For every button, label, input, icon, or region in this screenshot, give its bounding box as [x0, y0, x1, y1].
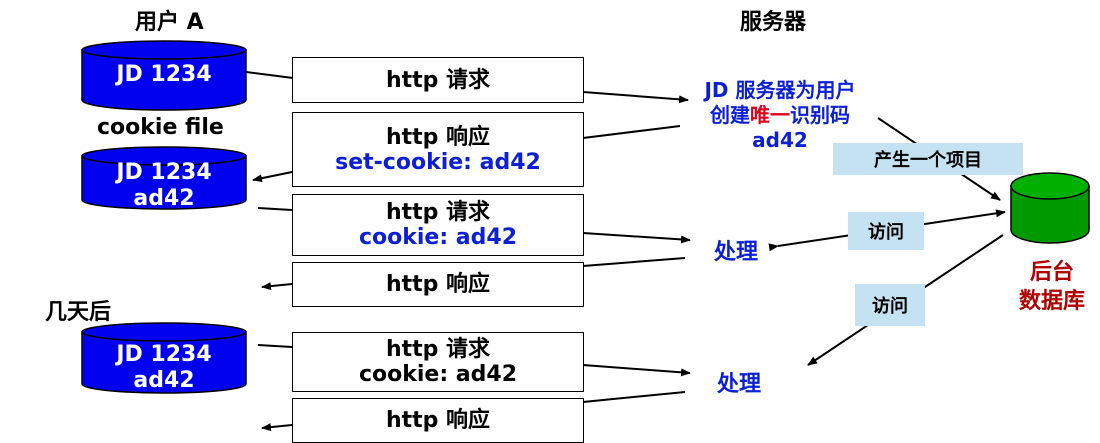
line-process1-to-response2: [582, 257, 686, 267]
backend-database-label: 后台 数据库: [1005, 258, 1099, 316]
arrow-request1-to-server: [582, 91, 689, 104]
create-entry-tag: 产生一个项目: [833, 143, 1023, 175]
server-note: JD 服务器为用户 创建唯一识别码 ad42: [680, 78, 880, 153]
cookie-entry-text: JD 1234: [116, 160, 212, 185]
http-response-box-1: http 响应 set-cookie: ad42: [292, 112, 584, 187]
set-cookie-header: set-cookie: ad42: [335, 149, 541, 175]
http-request-box-2: http 请求 cookie: ad42: [292, 194, 584, 256]
http-response-box-2: http 响应: [292, 262, 584, 307]
line-cookie-to-request2: [257, 207, 293, 211]
message-text: http 响应: [385, 272, 491, 297]
arrow-response1-to-cookie: [252, 171, 293, 183]
user-a-heading: 用户 A: [135, 10, 204, 35]
message-text: http 请求: [385, 67, 491, 93]
arrow-request2-to-process1: [582, 232, 691, 244]
cookie-file-cylinder-later: JD 1234 ad42: [81, 322, 247, 394]
backend-database-cylinder: [1010, 172, 1090, 244]
arrow-response2-out: [261, 282, 293, 291]
days-later-label: 几天后: [45, 300, 112, 325]
cookie-entry-text: JD 1234: [116, 342, 212, 367]
cookie-entry-value: ad42: [133, 368, 195, 393]
http-response-box-3: http 响应: [292, 398, 584, 443]
message-text: http 响应: [385, 124, 491, 150]
message-text: http 请求: [385, 200, 491, 225]
server-note-unique: 唯一: [750, 103, 790, 127]
backend-db-line1: 后台: [1029, 260, 1074, 285]
line-process2-to-response3: [582, 391, 686, 403]
arrow-response3-out: [261, 423, 293, 432]
cookie-entry-value: ad42: [133, 186, 195, 211]
server-note-line2: 创建唯一识别码: [680, 103, 880, 128]
server-note-line3: ad42: [752, 128, 808, 152]
http-request-box-1: http 请求: [292, 57, 584, 103]
cookie-header: cookie: ad42: [358, 225, 518, 250]
server-note-id: 识别码: [790, 103, 850, 127]
line-cookie-to-request3: [257, 344, 293, 348]
arrow-request3-to-process2: [582, 364, 691, 377]
cookie-header: cookie: ad42: [358, 362, 518, 387]
cookie-file-cylinder-initial: JD 1234: [81, 40, 247, 112]
process-label-1: 处理: [714, 240, 759, 265]
process-label-2: 处理: [717, 372, 762, 397]
message-text: http 响应: [385, 408, 491, 433]
access-tag-2: 访问: [855, 284, 925, 326]
line-server-to-response1: [582, 125, 681, 139]
server-heading: 服务器: [740, 10, 807, 35]
cookie-file-label: cookie file: [97, 115, 224, 140]
server-note-line1: JD 服务器为用户: [704, 78, 856, 102]
http-request-box-3: http 请求 cookie: ad42: [292, 332, 584, 392]
message-text: http 请求: [385, 337, 491, 362]
line-cookie-to-request1: [245, 71, 294, 79]
server-note-create: 创建: [710, 103, 750, 127]
backend-db-line2: 数据库: [1018, 289, 1085, 314]
access-tag-1: 访问: [848, 212, 924, 250]
cookie-entry-text: JD 1234: [116, 62, 212, 87]
cookie-file-cylinder-after: JD 1234 ad42: [81, 146, 247, 211]
